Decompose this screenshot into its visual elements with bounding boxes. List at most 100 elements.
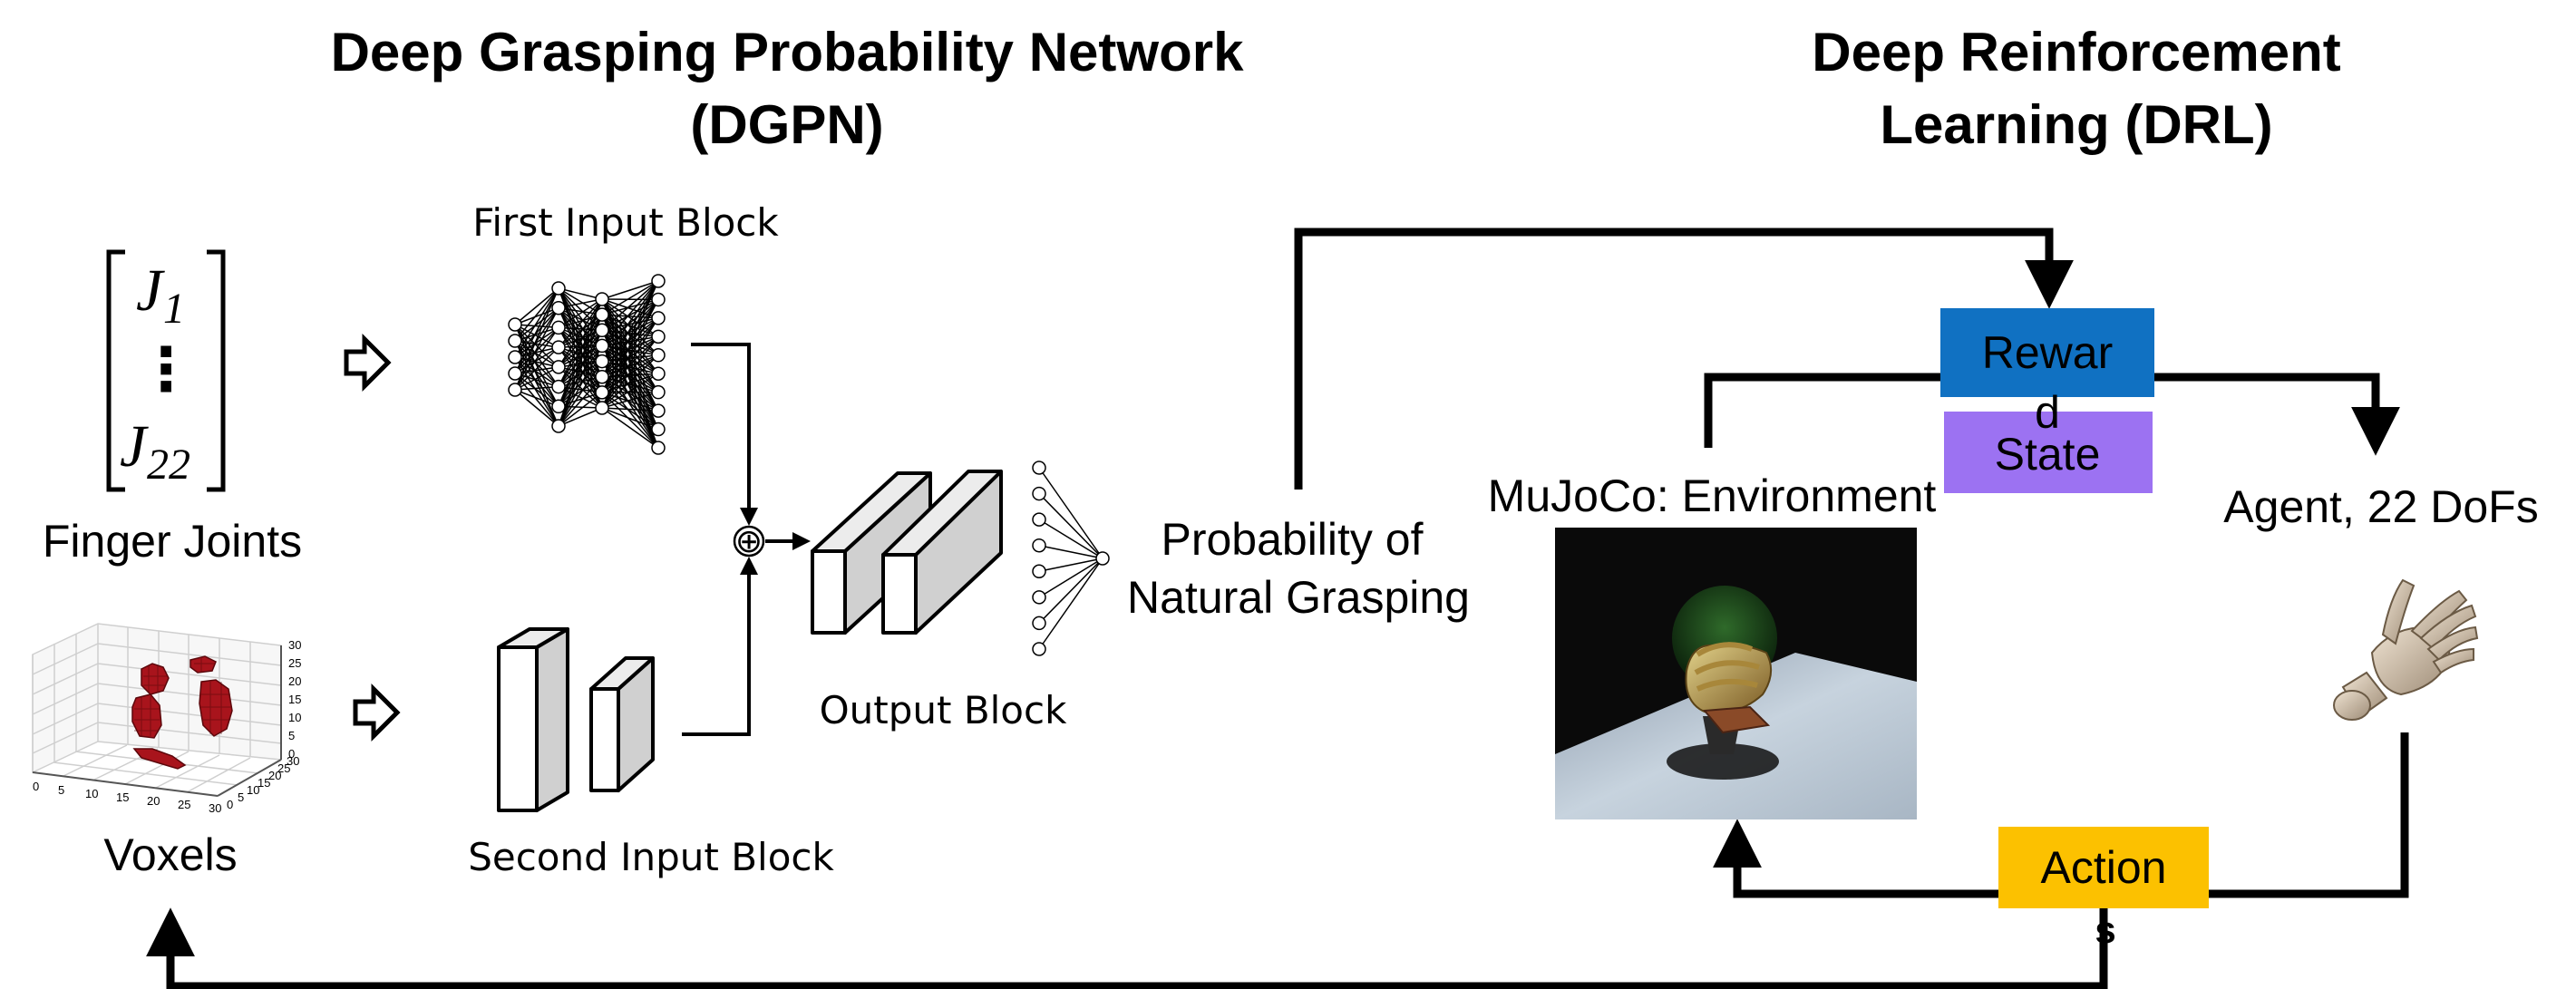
dense-neuron-node — [651, 403, 666, 418]
output-neuron-node — [1032, 486, 1046, 501]
dense-neuron-connection — [558, 344, 603, 407]
dense-neuron-connection — [558, 298, 603, 427]
output-neuron-connection — [1038, 544, 1103, 559]
output-layer-2-front — [881, 553, 918, 635]
dense-neuron-connection — [601, 354, 659, 409]
dense-neuron-node — [651, 274, 666, 288]
hollow-arrow-joints — [344, 333, 392, 393]
dense-neuron-connection — [558, 298, 603, 407]
voxel-cluster-middle-left — [131, 693, 162, 739]
voxel-tick-x-15: 15 — [116, 790, 129, 804]
dense-neuron-node — [651, 348, 666, 363]
dense-neuron-connection — [601, 373, 659, 409]
drl-title-line2: Learning (DRL) — [1880, 94, 2272, 155]
dense-neuron-connection — [558, 314, 603, 368]
dense-neuron-connection — [601, 280, 659, 331]
voxel-tick-y-10: 10 — [247, 783, 259, 797]
dense-neuron-connection — [601, 299, 659, 409]
dense-neuron-connection — [601, 298, 659, 347]
dense-neuron-node — [508, 317, 522, 332]
dense-neuron-node — [651, 441, 666, 455]
dense-neuron-connection — [514, 287, 559, 342]
dense-neuron-node — [508, 350, 522, 364]
output-neuron-connection — [1038, 558, 1103, 598]
dense-neuron-connection — [601, 280, 659, 300]
first-input-block-label: First Input Block — [472, 200, 779, 245]
dense-neuron-connection — [558, 361, 603, 407]
dense-neuron-connection — [601, 317, 659, 347]
joint-top-symbol: J — [136, 257, 165, 324]
dense-neuron-node — [551, 399, 566, 414]
reward-label-line2: d — [2035, 387, 2060, 438]
dense-neuron-connection — [601, 298, 659, 331]
dense-neuron-connection — [601, 317, 659, 393]
dense-neuron-connection — [601, 280, 659, 346]
environment-hand-grasp — [1685, 642, 1773, 714]
first-block-to-concat-arrow — [691, 343, 758, 526]
dense-neuron-node — [651, 384, 666, 400]
dense-neuron-node — [595, 292, 609, 306]
voxel-tick-x-25: 25 — [178, 798, 190, 811]
environment-wrist — [1702, 705, 1771, 734]
dense-neuron-node — [551, 281, 566, 296]
output-neuron-node — [1032, 590, 1046, 605]
dense-neuron-connection — [558, 298, 603, 348]
dense-neuron-node — [595, 401, 609, 415]
mujoco-environment-render — [1555, 528, 1917, 819]
dense-neuron-connection — [514, 287, 559, 325]
dense-neuron-connection — [558, 345, 603, 427]
dense-neuron-connection — [514, 324, 559, 329]
dense-neuron-connection — [558, 314, 603, 387]
dense-neuron-connection — [558, 376, 603, 427]
second-input-block-label: Second Input Block — [468, 835, 834, 879]
action-box — [1998, 827, 2209, 908]
dense-neuron-connection — [514, 307, 559, 358]
voxel-plot-tick-labels: 0 5 10 15 20 25 30 0 5 10 15 20 25 30 0 … — [33, 638, 301, 815]
environment-shadow — [1667, 743, 1779, 780]
voxel-tick-z-30: 30 — [288, 638, 301, 652]
voxel-tick-y-30: 30 — [287, 754, 299, 768]
joint-top-index: 1 — [163, 285, 185, 333]
dense-neuron-connection — [558, 287, 603, 300]
dense-neuron-connection — [558, 361, 603, 427]
conv-layer-1-side — [535, 627, 569, 812]
second-block-to-concat-arrow — [682, 557, 758, 736]
dense-neuron-connection — [601, 407, 659, 431]
voxel-tick-y-5: 5 — [238, 790, 244, 804]
voxel-tick-z-5: 5 — [288, 729, 295, 742]
action-to-voxels-feedback-arrow — [146, 907, 2108, 989]
output-neuron-connection — [1038, 558, 1103, 573]
finger-joints-label: Finger Joints — [43, 516, 302, 567]
output-neuron-connection — [1038, 558, 1103, 624]
second-input-block-network — [497, 627, 655, 812]
agent-hand-model — [2333, 578, 2479, 721]
reward-box — [1940, 308, 2154, 397]
voxel-tick-y-20: 20 — [268, 769, 281, 782]
dense-neuron-connection — [558, 298, 603, 309]
dense-neuron-node — [595, 338, 609, 354]
probability-label-line1: Probability of — [1161, 514, 1423, 565]
dense-neuron-connection — [514, 326, 559, 342]
dense-neuron-connection — [514, 326, 559, 358]
dense-neuron-connection — [601, 391, 659, 409]
output-neuron-connection — [1038, 467, 1103, 559]
dense-neuron-connection — [558, 376, 603, 407]
voxel-tick-z-15: 15 — [288, 693, 301, 706]
matrix-right-bracket — [207, 249, 226, 492]
dense-neuron-connection — [514, 307, 559, 325]
voxel-tick-z-25: 25 — [288, 656, 301, 670]
conv-layer-2-front — [589, 687, 620, 792]
dense-neuron-connection — [514, 346, 559, 391]
dense-neuron-connection — [558, 329, 603, 427]
action-label-line2: s — [2095, 908, 2115, 951]
voxel-cluster-top-right — [190, 655, 217, 674]
dense-neuron-node — [508, 334, 522, 348]
output-neuron-node — [1095, 551, 1110, 566]
output-neuron-node — [1032, 461, 1046, 475]
dense-neuron-connection — [558, 329, 603, 388]
voxel-tick-x-20: 20 — [147, 794, 160, 808]
output-neuron-connection — [1038, 519, 1103, 559]
output-neuron-node — [1032, 564, 1046, 579]
dense-neuron-connection — [601, 317, 659, 363]
dense-neuron-connection — [514, 346, 559, 358]
